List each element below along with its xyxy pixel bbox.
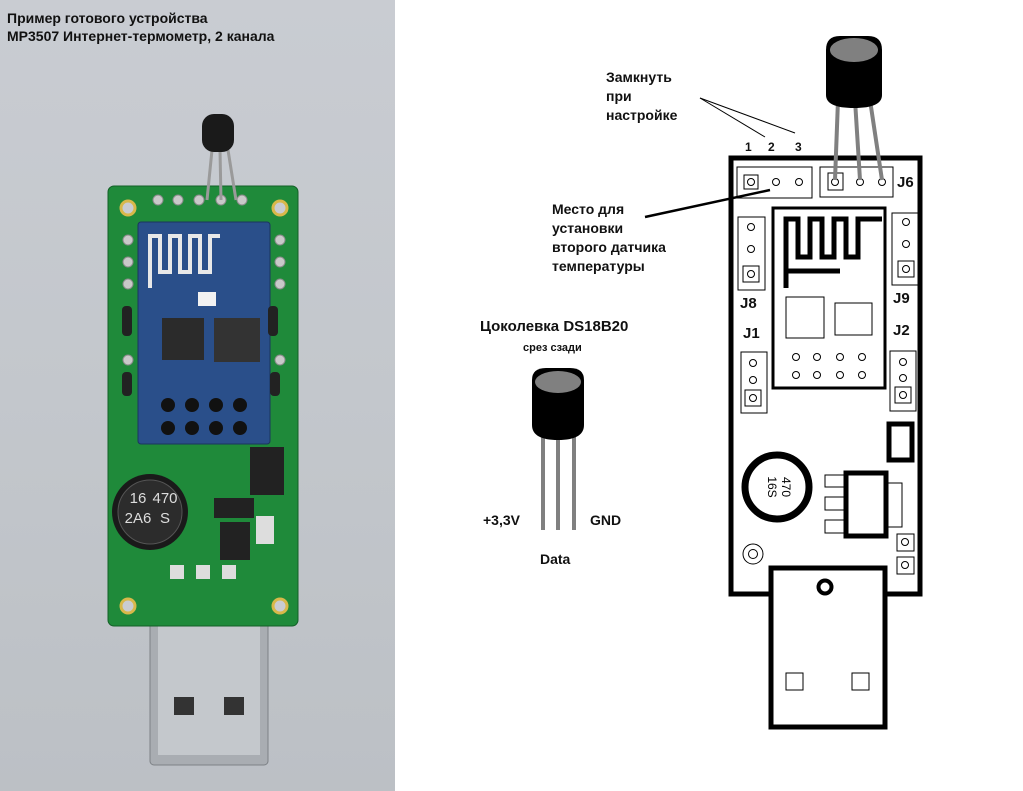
- capacitor-marking: 470: [152, 490, 177, 507]
- label-j1: J1: [743, 325, 760, 342]
- temperature-sensor: [202, 114, 238, 201]
- header-j9: [891, 212, 919, 286]
- header-j8: [737, 216, 766, 291]
- note-line: при: [606, 88, 632, 104]
- pin-label-vcc: +3,3V: [483, 512, 520, 528]
- pin-label-data: Data: [540, 551, 571, 567]
- pin-label-gnd: GND: [590, 512, 622, 528]
- device-photo-drawing: 470 16 S 2A6: [107, 114, 299, 766]
- wifi-module-outline: [771, 206, 887, 390]
- board-outline: [728, 155, 923, 597]
- pin-number-2: 2: [768, 140, 775, 154]
- capacitor-marking: 2A6: [125, 510, 152, 527]
- label-j9: J9: [893, 290, 910, 307]
- label-j8: J8: [740, 295, 757, 312]
- photo-title-line1: Пример готового устройства: [7, 10, 208, 26]
- note-line: настройке: [606, 107, 678, 123]
- pin-number-1: 1: [745, 140, 752, 154]
- device-photo: 470 16 S 2A6 Пример готового устройства …: [0, 0, 395, 791]
- pinout-title: Цоколевка DS18B20: [480, 318, 629, 335]
- smd-component: [886, 421, 915, 463]
- header-j2: [889, 350, 917, 412]
- header-j1: [740, 351, 768, 414]
- second-sensor-note: Место для установки второго датчика темп…: [552, 200, 666, 276]
- capacitor-marking: 16: [130, 490, 147, 507]
- photo-title-line2: MP3507 Интернет-термометр, 2 канала: [7, 28, 275, 44]
- pin-number-3: 3: [795, 140, 802, 154]
- note-line: установки: [552, 220, 624, 236]
- ds18b20-pinout-drawing: [532, 368, 584, 530]
- capacitor-marking: 470: [779, 477, 793, 497]
- note-line: температуры: [552, 258, 645, 274]
- capacitor-marking: 16S: [765, 476, 779, 497]
- close-on-setup-note: Замкнуть при настройке: [606, 68, 677, 125]
- voltage-regulator: [824, 470, 903, 539]
- electrolytic-capacitor: 470 16 S 2A6: [112, 474, 188, 550]
- note-line: Замкнуть: [606, 69, 672, 85]
- label-j2: J2: [893, 322, 910, 339]
- temperature-sensor-drawing: [826, 36, 884, 181]
- label-j6: J6: [897, 174, 914, 191]
- header-123: [736, 166, 813, 199]
- note-line: второго датчика: [552, 239, 666, 255]
- note-line: Место для: [552, 201, 625, 217]
- usb-connector-drawing: [768, 565, 888, 730]
- capacitor-drawing: 470 16S: [741, 451, 813, 523]
- capacitor-marking: S: [160, 510, 170, 527]
- pads: [742, 533, 915, 575]
- pinout-subtitle: срез сзади: [523, 342, 582, 354]
